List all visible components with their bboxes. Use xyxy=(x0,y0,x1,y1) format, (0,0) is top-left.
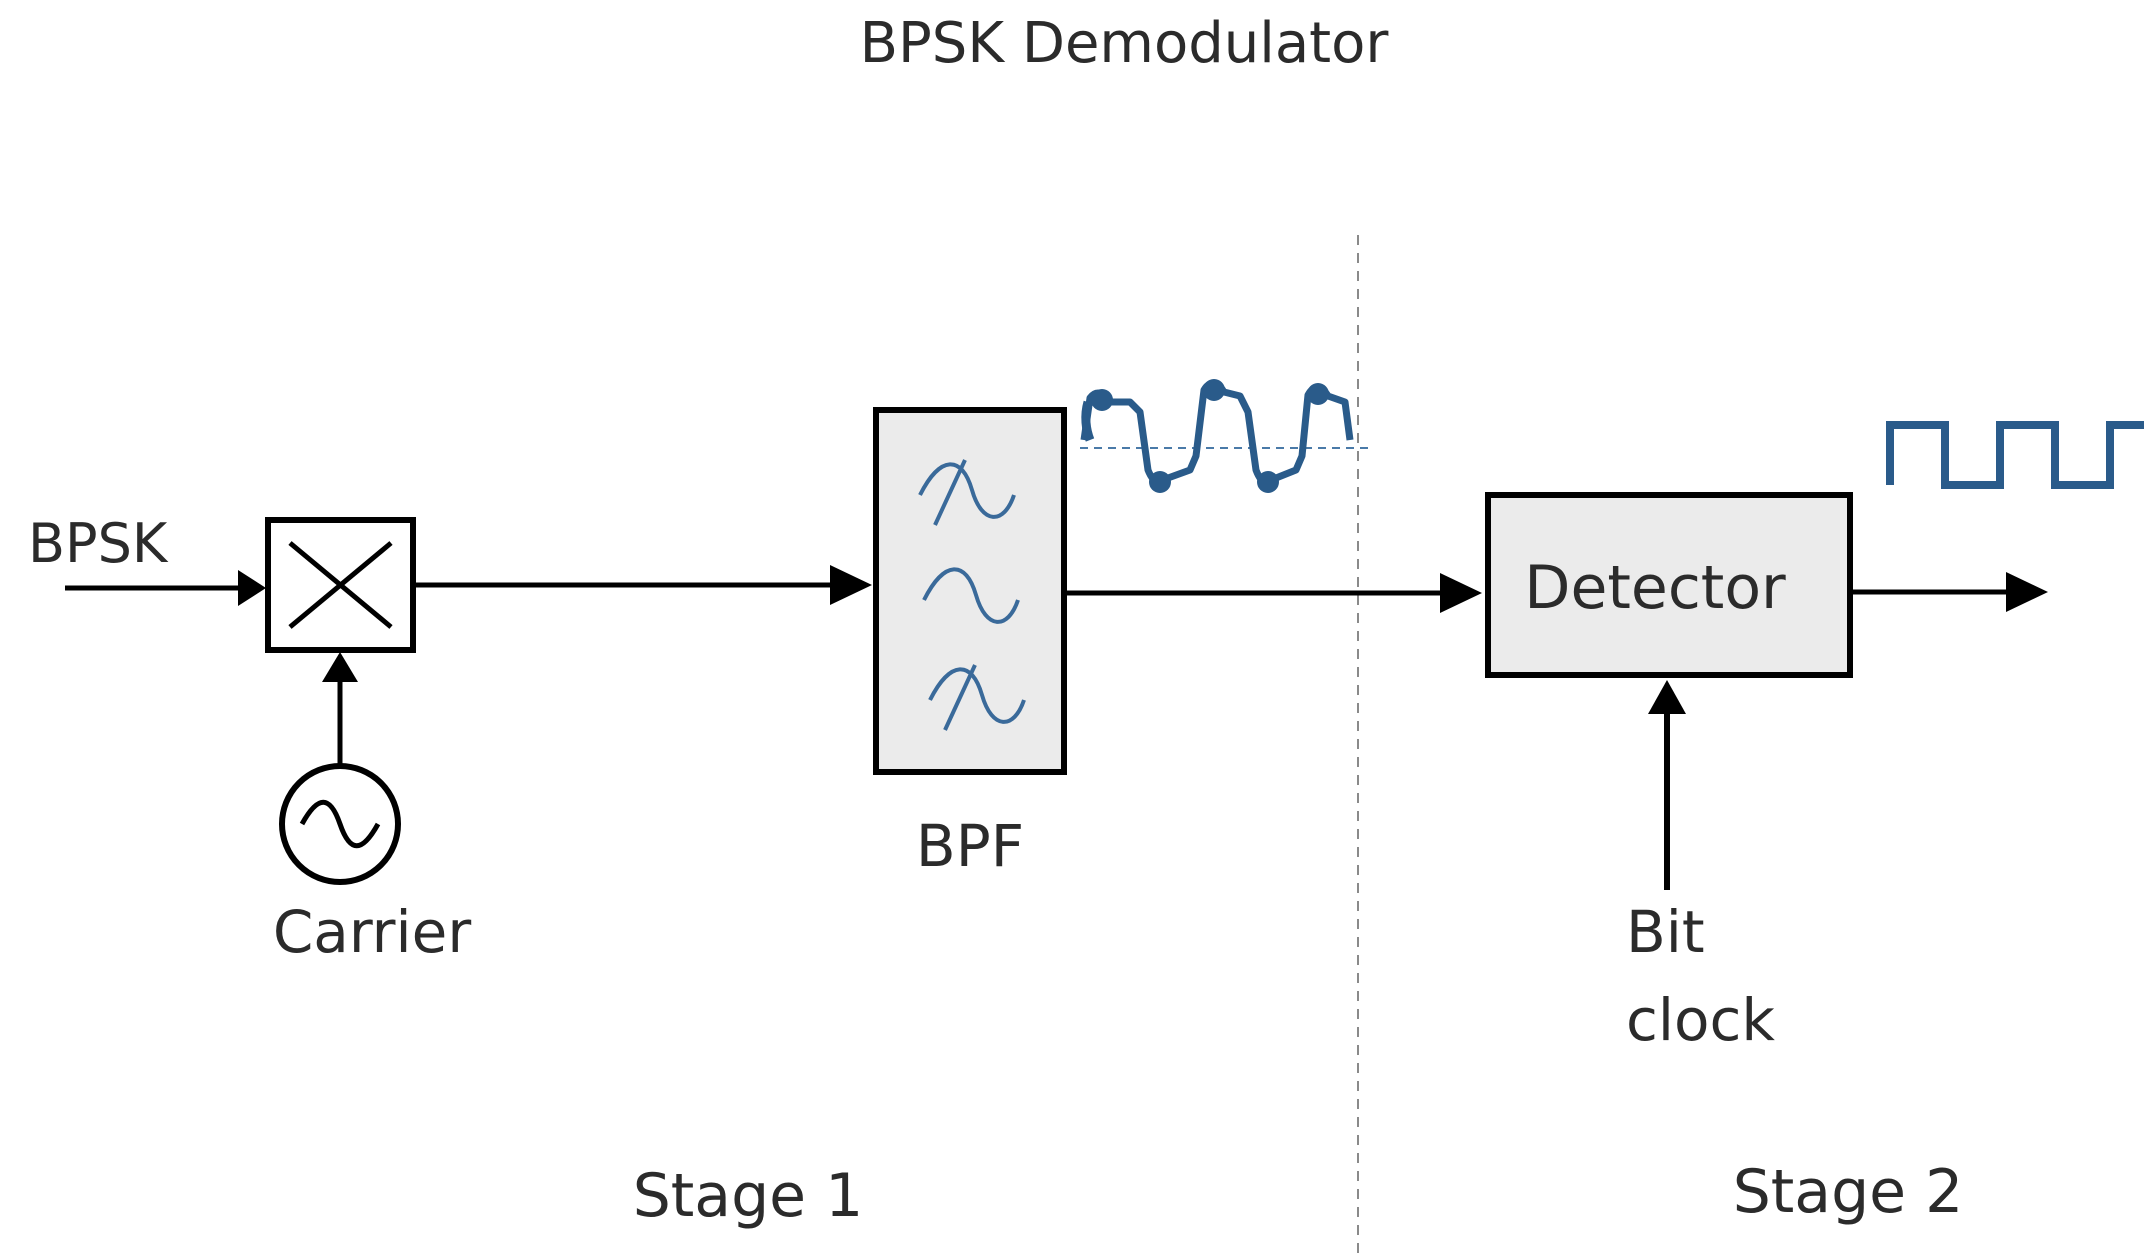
stage-2-label: Stage 2 xyxy=(1733,1157,1964,1227)
carrier-label: Carrier xyxy=(273,898,472,966)
bpf-block xyxy=(873,407,1067,775)
diagram-title: BPSK Demodulator xyxy=(860,11,1390,76)
carrier-source xyxy=(279,763,401,885)
mixer-block xyxy=(265,517,416,653)
multiply-cross-icon xyxy=(288,541,393,629)
bit-clock-label-line1: Bit xyxy=(1626,898,1705,966)
stage-1-label: Stage 1 xyxy=(633,1161,864,1231)
bit-clock-label-line2: clock xyxy=(1626,986,1775,1054)
bpf-label: BPF xyxy=(916,812,1024,880)
detector-block xyxy=(1485,492,1853,678)
bandpass-filter-icon xyxy=(918,459,1026,731)
filtered-waveform xyxy=(1080,379,1370,493)
detector-label: Detector xyxy=(1524,553,1786,623)
input-label: BPSK xyxy=(28,512,169,575)
output-square-wave xyxy=(1886,421,2144,489)
